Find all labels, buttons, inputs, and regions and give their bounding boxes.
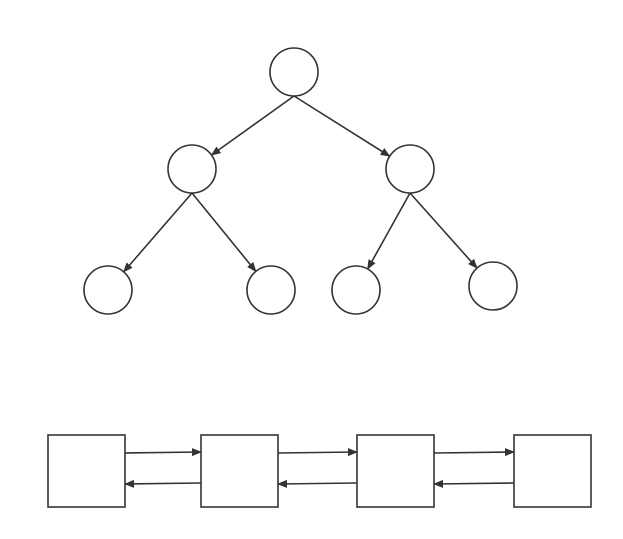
binary-tree <box>83 47 518 315</box>
list-link-backward-list-node-4-to-list-node-3 <box>433 479 515 488</box>
list-link-forward-list-node-3-to-list-node-4 <box>433 448 515 457</box>
list-link-forward-list-node-1-to-list-node-2 <box>124 448 202 457</box>
tree-node-left-left-leaf <box>83 265 133 315</box>
doubly-linked-list <box>47 434 592 508</box>
tree-node-right-right-leaf <box>468 261 518 311</box>
tree-node-left-right-leaf <box>246 265 296 315</box>
tree-edge-right-child-to-right-left-leaf <box>366 192 411 270</box>
tree-edge-root-to-right-child <box>293 95 391 157</box>
tree-edge-root-to-left-child <box>210 95 295 156</box>
list-node-2 <box>200 434 279 508</box>
tree-edge-left-child-to-left-left-leaf <box>123 192 193 273</box>
list-node-4 <box>513 434 592 508</box>
list-node-1 <box>47 434 126 508</box>
list-node-3 <box>356 434 435 508</box>
tree-node-root <box>269 47 319 97</box>
list-link-backward-list-node-3-to-list-node-2 <box>277 479 358 488</box>
tree-node-right-left-leaf <box>331 265 381 315</box>
list-link-backward-list-node-2-to-list-node-1 <box>124 479 202 488</box>
tree-edge-left-child-to-left-right-leaf <box>191 192 257 273</box>
tree-edge-right-child-to-right-right-leaf <box>409 192 478 269</box>
list-link-forward-list-node-2-to-list-node-3 <box>277 448 358 457</box>
tree-node-right-child <box>385 144 435 194</box>
tree-node-left-child <box>167 144 217 194</box>
